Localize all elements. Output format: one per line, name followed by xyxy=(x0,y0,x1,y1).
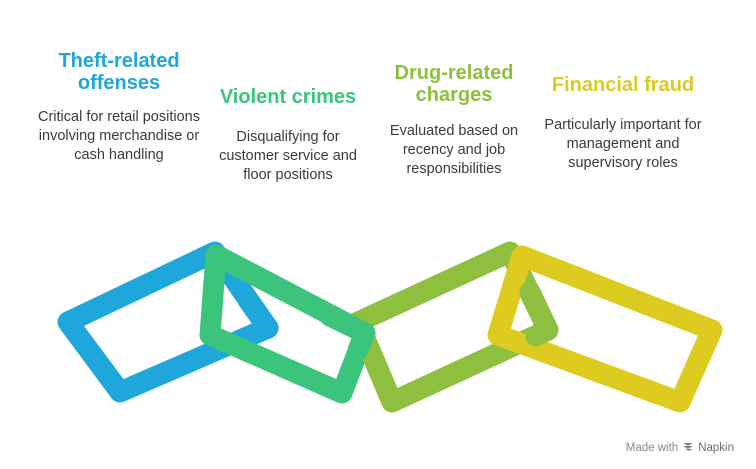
chain-link-3-overlap xyxy=(519,281,559,347)
item-description: Disqualifying for customer service and f… xyxy=(219,129,357,183)
item-description: Evaluated based on recency and job respo… xyxy=(389,123,519,177)
item-title: Drug-related charges xyxy=(394,62,514,106)
brand-name: Napkin xyxy=(698,441,734,454)
item-description: Critical for retail positions involving … xyxy=(38,109,200,163)
footer-attribution: Made with Napkin xyxy=(626,440,734,455)
item-title: Theft-related offenses xyxy=(58,50,180,94)
item-fraud: Financial fraud Particularly important f… xyxy=(540,74,706,173)
item-drug: Drug-related charges Evaluated based on … xyxy=(374,62,534,179)
chain-link-2 xyxy=(199,244,376,404)
item-description: Particularly important for management an… xyxy=(544,117,702,171)
chain-link-4 xyxy=(487,245,723,413)
item-title: Financial fraud xyxy=(551,74,695,96)
item-violent: Violent crimes Disqualifying for custome… xyxy=(208,86,368,185)
item-title: Violent crimes xyxy=(219,86,357,108)
chain-link-2-overlap xyxy=(319,305,376,361)
napkin-logo-icon xyxy=(682,440,694,455)
chain-link-1-overlap xyxy=(237,289,279,339)
made-with-label: Made with xyxy=(625,441,679,454)
item-theft: Theft-related offenses Critical for reta… xyxy=(38,50,200,165)
